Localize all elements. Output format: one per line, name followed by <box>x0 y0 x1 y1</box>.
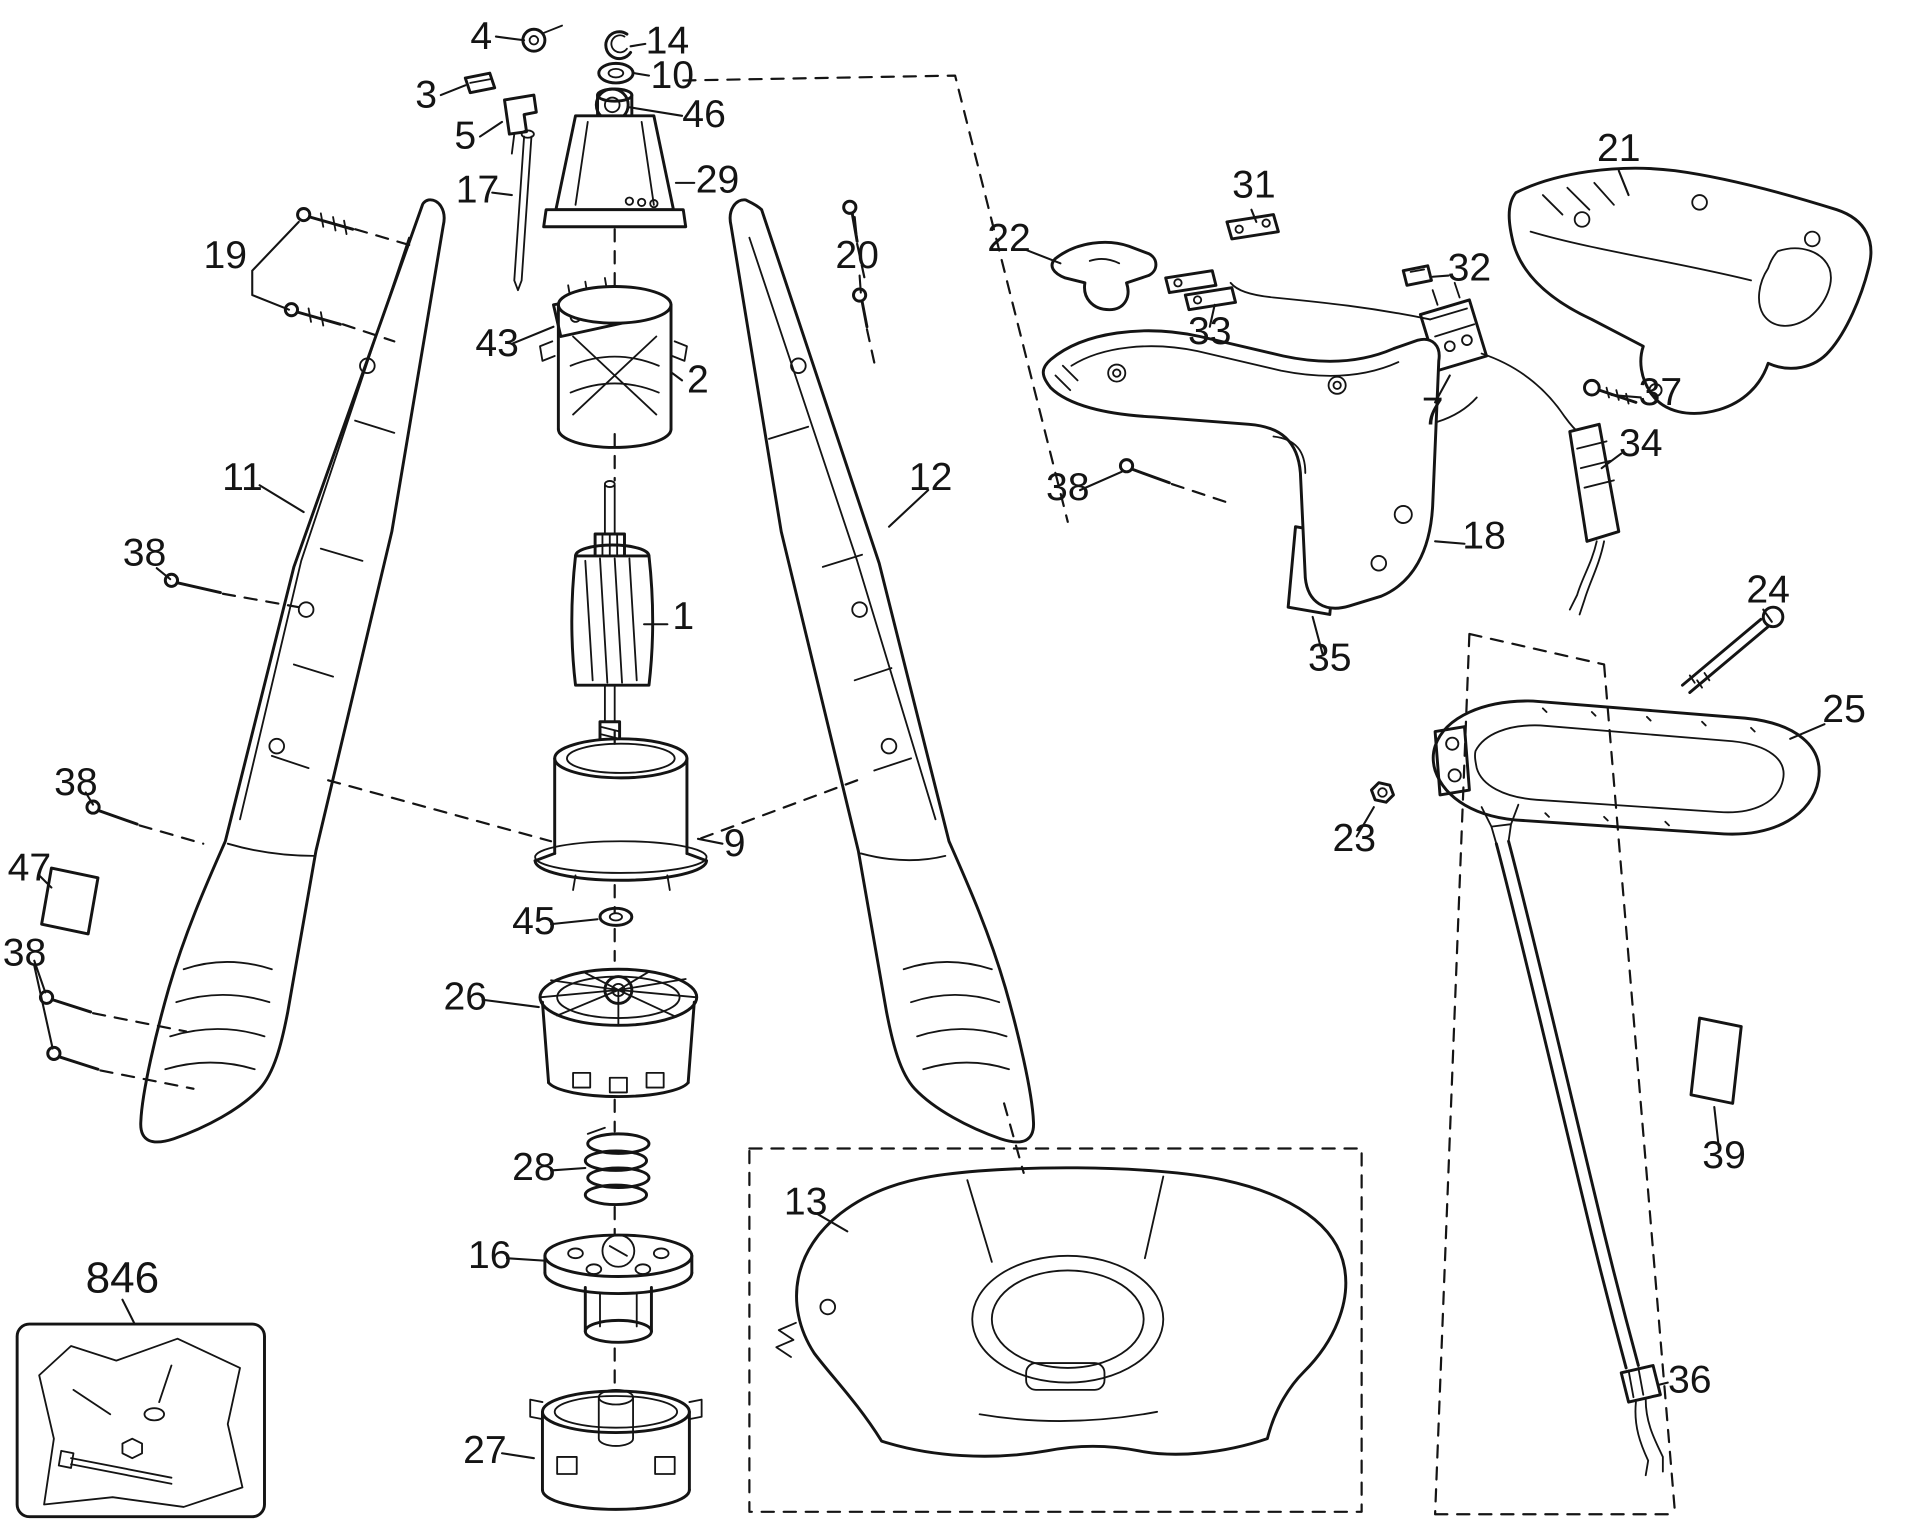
callout-12: 12 <box>909 456 953 499</box>
callout-16: 16 <box>468 1234 512 1277</box>
part-47-label <box>40 866 100 936</box>
callout-leaders <box>33 35 1826 1460</box>
part-23-nut <box>1369 781 1395 804</box>
callout-38b: 38 <box>54 761 98 804</box>
part-17-shaft-rod <box>513 129 535 292</box>
part-14-retaining-ring <box>604 30 633 60</box>
callout-10: 10 <box>650 54 694 97</box>
callout-13: 13 <box>784 1180 828 1223</box>
part-3-key <box>463 71 497 95</box>
callout-36: 36 <box>1668 1358 1712 1401</box>
callout-5: 5 <box>454 115 476 158</box>
callout-1: 1 <box>672 595 694 638</box>
part-29-end-cap <box>542 87 688 229</box>
part-846-hardware-bag <box>15 1322 266 1519</box>
assembly-dashed-lines <box>327 74 1677 1516</box>
callout-22: 22 <box>987 217 1031 260</box>
callout-26: 26 <box>444 976 488 1019</box>
part-39-label <box>1689 1016 1743 1105</box>
shaft-tube <box>1480 803 1640 1370</box>
part-34-cord-guard <box>1568 422 1621 616</box>
part-4-clip <box>521 24 563 53</box>
callout-27: 27 <box>463 1429 507 1472</box>
part-31-lever <box>1225 213 1280 241</box>
callout-38d: 38 <box>1046 466 1090 509</box>
part-28-spring <box>583 1126 651 1207</box>
callout-37: 37 <box>1639 371 1683 414</box>
part-10-washer <box>597 61 635 85</box>
callout-39: 39 <box>1702 1134 1746 1177</box>
part-32-clip <box>1401 264 1433 287</box>
callout-4: 4 <box>470 15 492 58</box>
callout-46: 46 <box>682 93 726 136</box>
callout-28: 28 <box>512 1146 556 1189</box>
screws-19 <box>251 207 415 343</box>
part-11-housing-left <box>139 198 446 1144</box>
part-21-handle-housing-right <box>1507 166 1873 415</box>
callout-14: 14 <box>646 20 690 63</box>
callout-35: 35 <box>1308 637 1352 680</box>
callout-38c: 38 <box>3 932 47 975</box>
callout-24: 24 <box>1746 568 1790 611</box>
callout-19: 19 <box>204 234 248 277</box>
part-24-bolt <box>1680 605 1785 694</box>
part-22-trigger <box>1050 240 1158 312</box>
callout-21: 21 <box>1597 127 1641 170</box>
callout-45: 45 <box>512 900 556 943</box>
callout-23: 23 <box>1333 817 1377 860</box>
callout-47: 47 <box>8 846 52 889</box>
callout-846: 846 <box>86 1253 160 1302</box>
part-33-plates <box>1164 269 1237 312</box>
part-27-spool-housing <box>529 1388 703 1511</box>
part-2-field <box>539 285 688 449</box>
part-25-aux-handle <box>1431 699 1821 836</box>
part-5-bracket <box>503 93 538 155</box>
callout-32: 32 <box>1448 246 1492 289</box>
callout-18: 18 <box>1462 515 1506 558</box>
callout-38a: 38 <box>123 532 167 575</box>
callout-31: 31 <box>1232 164 1276 207</box>
callout-11: 11 <box>222 456 263 499</box>
callout-9: 9 <box>724 822 746 865</box>
part-37-screw <box>1583 378 1638 405</box>
part-45-washer <box>598 906 634 927</box>
part-16-spool <box>543 1233 694 1344</box>
callout-2: 2 <box>687 359 709 402</box>
callout-3: 3 <box>415 73 437 116</box>
part-13-guard <box>748 1147 1363 1513</box>
part-12-housing-right <box>728 198 1035 1144</box>
part-1-armature <box>570 480 655 757</box>
callouts: 4 14 10 3 46 5 29 17 19 20 43 2 22 31 21… <box>3 15 1866 1472</box>
part-36-cord-set <box>1619 1364 1664 1477</box>
screws-38 <box>38 458 1229 1090</box>
callout-34: 34 <box>1619 422 1663 465</box>
part-9-motor-housing <box>533 737 708 891</box>
callout-17: 17 <box>456 168 500 211</box>
callout-33: 33 <box>1188 310 1232 353</box>
part-18-handle-housing-left <box>1041 329 1441 610</box>
callout-43: 43 <box>475 322 519 365</box>
callout-7: 7 <box>1422 390 1444 433</box>
callout-25: 25 <box>1822 688 1866 731</box>
callout-20: 20 <box>835 234 879 277</box>
part-26-fan <box>538 967 699 1099</box>
callout-29: 29 <box>696 159 740 202</box>
